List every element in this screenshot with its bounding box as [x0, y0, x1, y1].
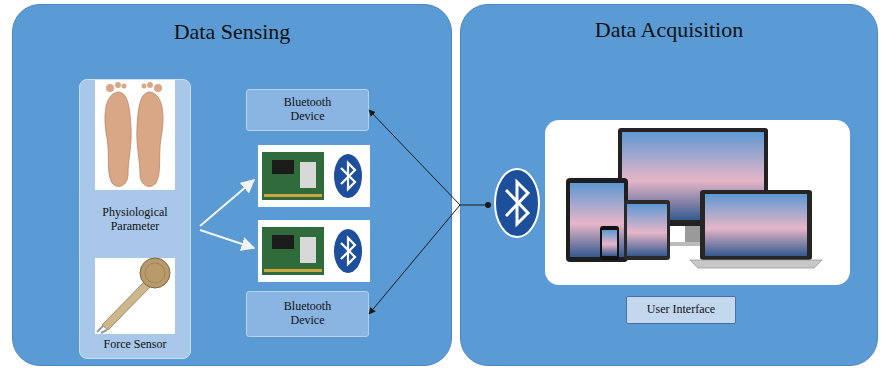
devices-picture: [622, 132, 764, 220]
bluetooth-symbol: [506, 182, 528, 224]
bluetooth-module-picture: [258, 220, 370, 282]
connector-group: [369, 110, 460, 314]
bluetooth-module-picture: [272, 235, 294, 249]
bluetooth-module-picture: [264, 194, 322, 197]
bluetooth-module-picture: [264, 269, 322, 272]
bluetooth-module-picture: [258, 145, 370, 207]
devices-picture: [618, 128, 768, 226]
bluetooth-module-picture: [300, 237, 316, 263]
foot-picture: [154, 84, 162, 92]
foot-picture: [147, 82, 153, 88]
devices-picture: [602, 230, 617, 256]
devices-picture: [545, 120, 850, 285]
bluetooth-module-picture: [258, 145, 370, 207]
force-sensor-picture: [140, 258, 170, 288]
devices-picture: [545, 120, 850, 285]
foot-picture: [115, 82, 121, 88]
devices-picture: [705, 194, 807, 256]
panel-title: Data Acquisition: [461, 17, 877, 42]
bluetooth-module-picture: [262, 152, 324, 200]
devices-picture: [627, 204, 667, 256]
devices-picture: [690, 260, 822, 268]
bluetooth-module-picture: [258, 220, 370, 282]
connector-arrow: [369, 110, 460, 205]
devices-picture: [624, 200, 670, 260]
connector-arrow: [369, 205, 460, 314]
panel-title: Data Sensing: [13, 19, 451, 44]
sensor-arrow: [200, 230, 254, 248]
force-sensor-picture: [97, 326, 103, 332]
bluetooth-module-picture: [300, 162, 316, 188]
bluetooth-module-picture: [334, 229, 362, 273]
bluetooth-module-picture: [341, 238, 355, 264]
force-sensor-picture: [101, 330, 107, 333]
device-box: Bluetooth Device: [246, 89, 369, 131]
box-label: Bluetooth Device: [268, 96, 348, 124]
interface-box: User Interface: [626, 296, 736, 324]
foot-picture: [137, 92, 163, 186]
device-box: Bluetooth Device: [246, 291, 369, 337]
bluetooth-module-picture: [262, 227, 324, 275]
bluetooth-symbol: [460, 169, 539, 237]
force-sensor-picture: [95, 258, 175, 334]
foot-picture: [122, 84, 127, 89]
bluetooth-symbol: [495, 169, 539, 237]
devices-picture: [700, 190, 812, 260]
force-sensor-picture: [145, 263, 165, 283]
foot-picture: [142, 84, 147, 89]
devices-picture: [685, 226, 703, 242]
bluetooth-module-picture: [334, 154, 362, 198]
devices-picture: [668, 242, 720, 246]
devices-picture: [600, 226, 619, 260]
force-sensor-picture: [102, 280, 152, 330]
box-label: User Interface: [647, 303, 715, 317]
section-panel: Data SensingPhysiological ParameterForce…: [12, 4, 452, 366]
foot-picture: [105, 92, 131, 186]
sensor-panel: Physiological ParameterForce Sensor: [79, 79, 191, 359]
sensor-arrow: [200, 180, 254, 248]
foot-picture: [106, 84, 114, 92]
foot-picture: [95, 80, 175, 190]
picture-label: Physiological Parameter: [85, 206, 185, 234]
sensor-arrow: [200, 180, 254, 226]
box-label: Bluetooth Device: [268, 300, 348, 328]
section-panel: Data AcquisitionUser Interface: [460, 4, 878, 366]
bluetooth-symbol: [485, 202, 491, 208]
bluetooth-symbol: [460, 205, 488, 206]
foot-picture: [95, 80, 175, 190]
bluetooth-module-picture: [341, 163, 355, 189]
bluetooth-module-picture: [272, 160, 294, 174]
force-sensor-picture: [95, 258, 175, 334]
devices-picture: [566, 178, 628, 262]
picture-label: Force Sensor: [85, 338, 185, 352]
devices-picture: [570, 183, 624, 257]
